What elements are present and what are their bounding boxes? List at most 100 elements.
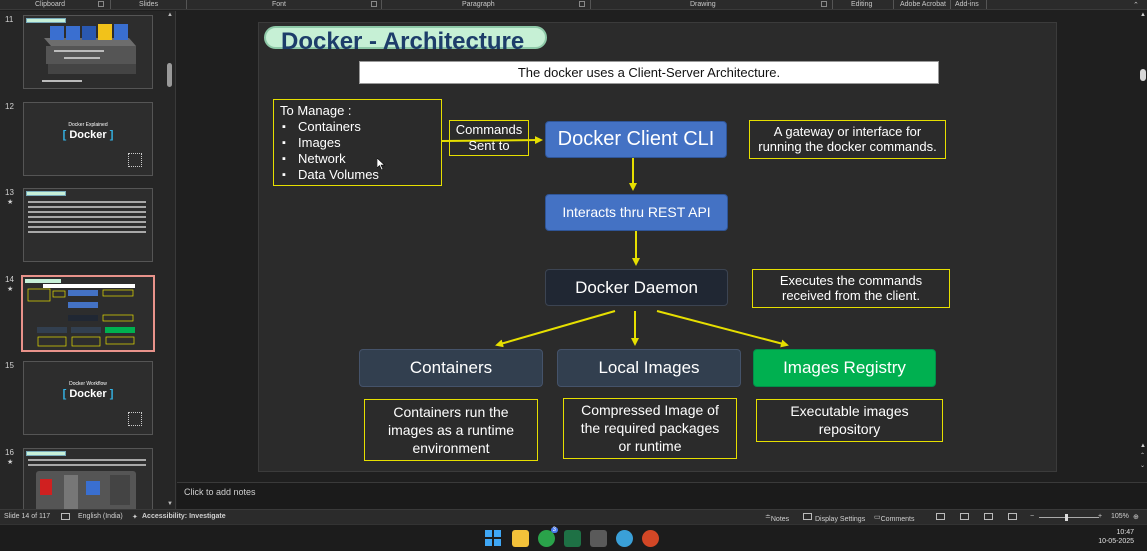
zoom-slider-knob[interactable] [1065, 514, 1068, 521]
architecture-banner[interactable]: The docker uses a Client-Server Architec… [359, 61, 939, 84]
comments-button[interactable]: ▭ Comments [874, 514, 915, 523]
local-images-box[interactable]: Local Images [557, 349, 741, 387]
ribbon-group-clipboard: Clipboard [35, 1, 65, 8]
transition-star-icon: ★ [7, 459, 14, 466]
normal-view-icon[interactable] [936, 513, 948, 521]
thumbnail-slide-16[interactable] [23, 448, 153, 509]
spellcheck-icon[interactable] [61, 513, 73, 521]
windows-start-icon[interactable] [485, 530, 502, 547]
ribbon-group-font: Font [272, 1, 287, 8]
media-app-icon[interactable] [590, 530, 607, 547]
slideshow-icon[interactable] [1008, 513, 1020, 521]
docker-client-cli-box[interactable]: Docker Client CLI [545, 121, 727, 158]
zoom-slider[interactable] [1039, 517, 1099, 518]
workflow-mini-graphic [36, 471, 136, 509]
notes-button[interactable]: ≐ Notes [765, 514, 790, 523]
edge-icon[interactable] [616, 530, 633, 547]
ribbon-group-add-ins: Add-ins [955, 1, 979, 8]
thumbnail-slide-11[interactable] [23, 15, 153, 89]
notes-button-label: Notes [770, 516, 790, 523]
slide-scroll-thumb[interactable] [1140, 69, 1146, 81]
scroll-up-icon[interactable]: ▲ [1140, 12, 1146, 18]
thumbnail-text-line [28, 464, 146, 466]
chrome-icon[interactable]: 3 [538, 527, 558, 547]
thumbnail-text-line [28, 211, 146, 213]
ribbon-group-labels: Clipboard Slides Font Paragraph Drawing … [0, 0, 1147, 10]
font-launcher-icon[interactable] [371, 1, 377, 7]
file-explorer-icon[interactable] [512, 530, 529, 547]
previous-slide-icon[interactable]: ⌃ [1140, 453, 1146, 459]
gateway-description-box[interactable]: A gateway or interface for running the d… [749, 120, 946, 159]
thumbnail-scroll-thumb[interactable] [167, 63, 172, 87]
display-settings-button[interactable]: Display Settings [803, 513, 865, 523]
fit-slide-icon[interactable]: ⊕ [1133, 514, 1139, 521]
slide-canvas[interactable]: Docker - Architecture The docker uses a … [258, 22, 1057, 472]
slide-title: Docker - Architecture [281, 28, 525, 55]
containers-description-box[interactable]: Containers run the images as a runtime e… [364, 399, 538, 461]
connector-arrows [441, 136, 789, 348]
excel-icon[interactable] [564, 530, 581, 547]
to-manage-list: Containers Images Network Data Volumes [280, 119, 435, 183]
display-settings-label: Display Settings [815, 516, 866, 523]
thumbnail-number: 13 [5, 188, 14, 197]
thumbnail-number: 12 [5, 102, 14, 111]
accessibility-status[interactable]: Accessibility: Investigate [142, 513, 226, 520]
thumbnail-slide-13[interactable] [23, 188, 153, 262]
title-pill[interactable]: Docker - Architecture [264, 26, 547, 55]
thumbnail-text-line [28, 231, 146, 233]
transition-star-icon: ★ [7, 286, 14, 293]
language-indicator[interactable]: English (India) [78, 513, 123, 520]
scroll-down-icon[interactable]: ▲ [1140, 443, 1146, 449]
accessibility-icon[interactable]: ✦ [132, 514, 138, 521]
ribbon-group-paragraph: Paragraph [462, 1, 495, 8]
ribbon-separator [186, 0, 187, 9]
clipboard-launcher-icon[interactable] [98, 1, 104, 7]
notes-pane[interactable]: Click to add notes [177, 482, 1147, 509]
zoom-level[interactable]: 105% [1111, 513, 1129, 520]
thumbnail-docker-label: [ Docker ] [62, 129, 114, 141]
ribbon-separator [590, 0, 591, 9]
gateway-line-1: A gateway or interface for [773, 124, 922, 139]
thumbnail-text-line [28, 459, 146, 461]
list-item: Images [280, 135, 435, 151]
docker-daemon-box[interactable]: Docker Daemon [545, 269, 728, 306]
slide-sorter-icon[interactable] [960, 513, 972, 521]
ribbon-separator [832, 0, 833, 9]
registry-description-box[interactable]: Executable images repository [756, 399, 943, 442]
ribbon-separator [893, 0, 894, 9]
reading-view-icon[interactable] [984, 513, 996, 521]
ribbon-separator [986, 0, 987, 9]
slide-thumbnail-pane: 11 12 Docker Explained [ Docker ] [0, 11, 176, 509]
next-slide-icon[interactable]: ⌄ [1140, 463, 1146, 469]
thumbnail-slide-14-selected[interactable] [21, 275, 155, 352]
drawing-launcher-icon[interactable] [821, 1, 827, 7]
zoom-out-icon[interactable]: − [1030, 513, 1035, 520]
arrow-daemon-to-containers [495, 310, 616, 348]
thumbnail-slide-15[interactable]: Docker Workflow [ Docker ] [23, 361, 153, 435]
local-images-description-box[interactable]: Compressed Image of the required package… [563, 398, 737, 459]
thumbnail-scrollbar[interactable]: ▲ ▼ [166, 11, 174, 509]
collapse-ribbon-icon[interactable]: ⌃ [1133, 2, 1139, 9]
containers-box[interactable]: Containers [359, 349, 543, 387]
scroll-up-icon[interactable]: ▲ [167, 12, 173, 18]
thumbnail-number: 11 [5, 15, 14, 24]
to-manage-box[interactable]: To Manage : Containers Images Network Da… [273, 99, 442, 186]
local-desc-line-2: the required packages [580, 420, 720, 436]
zoom-in-icon[interactable]: + [1098, 513, 1103, 520]
system-clock[interactable]: 10:47 10-05-2025 [1092, 528, 1134, 546]
paragraph-launcher-icon[interactable] [579, 1, 585, 7]
executes-description-box[interactable]: Executes the commands received from the … [752, 269, 950, 308]
ribbon-separator [381, 0, 382, 9]
rest-api-box[interactable]: Interacts thru REST API [545, 194, 728, 231]
executes-line-2: received from the client. [781, 288, 920, 303]
gateway-line-2: running the docker commands. [758, 139, 937, 154]
images-registry-box[interactable]: Images Registry [753, 349, 936, 387]
thumbnail-slide-12[interactable]: Docker Explained [ Docker ] [23, 102, 153, 176]
commands-sent-to-box[interactable]: Commands Sent to [449, 120, 529, 156]
executes-line-1: Executes the commands [779, 273, 923, 288]
slide-vertical-scrollbar[interactable]: ▲ ▲ ⌃ ⌄ [1139, 11, 1147, 482]
arrow-manage-to-client [441, 136, 543, 145]
arrow-daemon-to-registry [656, 310, 789, 348]
scroll-down-icon[interactable]: ▼ [167, 501, 173, 507]
powerpoint-icon[interactable] [642, 530, 659, 547]
